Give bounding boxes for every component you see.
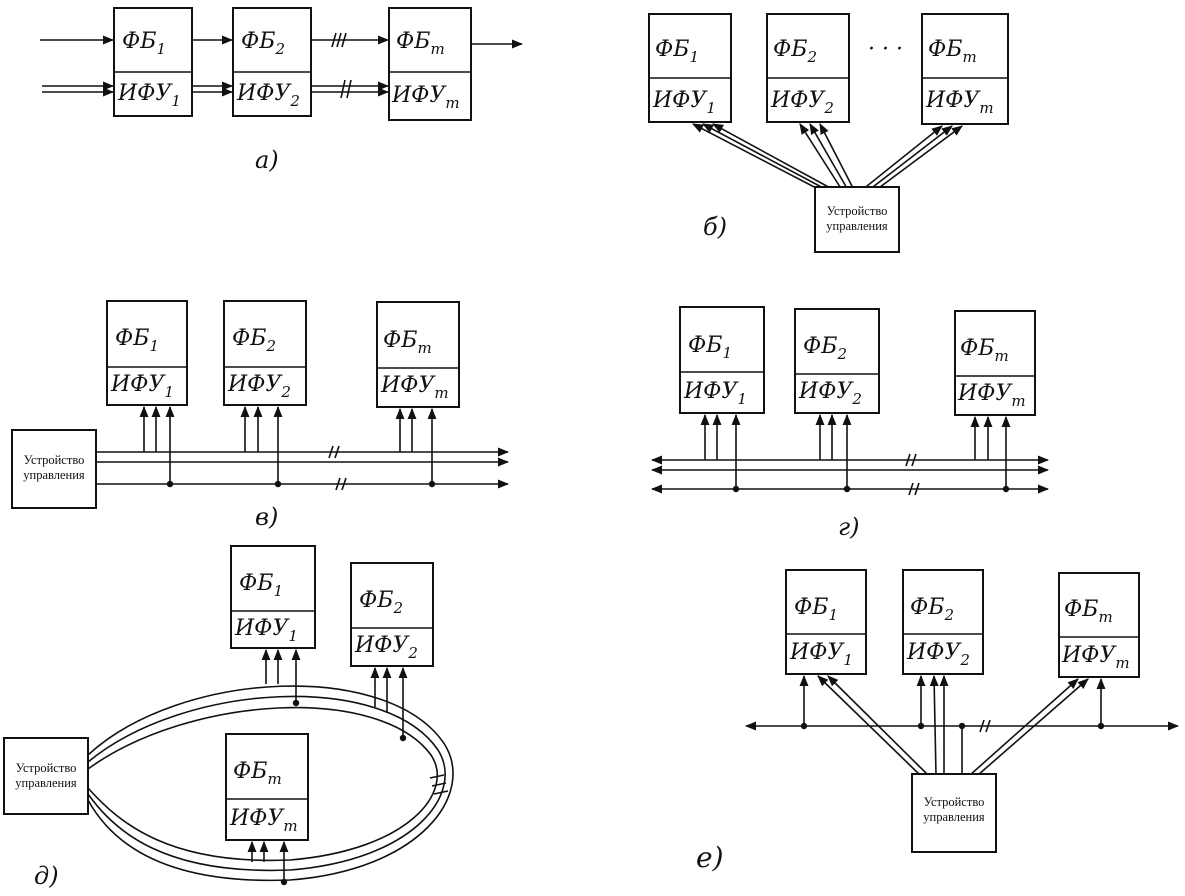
block-fb2-ifu2-v: ФБ2 ИФУ2 xyxy=(223,300,307,406)
svg-text:ФБ2: ФБ2 xyxy=(803,334,847,363)
svg-text:ИФУm: ИФУm xyxy=(229,806,298,835)
panel-e: ФБ1 ИФУ1 ФБ2 ИФУ2 ФБm ИФУm Устройство xyxy=(696,569,1180,874)
svg-text:ИФУ1: ИФУ1 xyxy=(110,372,174,401)
fb-index: 1 xyxy=(156,40,166,58)
svg-text:ФБ1: ФБ1 xyxy=(794,595,838,624)
svg-text:ФБm: ФБm xyxy=(928,37,977,66)
panel-b: ФБ1 ИФУ1 ФБ2 ИФУ2 · · · ФБm ИФУm Устройс… xyxy=(648,13,1009,253)
svg-text:ФБm: ФБm xyxy=(960,336,1009,365)
svg-text:управления: управления xyxy=(826,219,888,233)
ellipsis: · · · xyxy=(868,37,903,62)
svg-text:ФБ1: ФБ1 xyxy=(655,37,699,66)
svg-text:ФБm: ФБm xyxy=(396,29,445,58)
svg-text:Устройство: Устройство xyxy=(16,761,77,775)
svg-text:управления: управления xyxy=(15,776,77,790)
svg-text:ИФУ1: ИФУ1 xyxy=(234,616,298,645)
svg-text:ФБ1: ФБ1 xyxy=(115,326,159,355)
control-unit-v: Устройство управления xyxy=(11,429,97,509)
svg-text:ФБ1: ФБ1 xyxy=(239,571,283,600)
svg-text:Устройство: Устройство xyxy=(24,453,85,467)
svg-text:ФБm: ФБm xyxy=(383,328,432,357)
svg-text:ИФУ2: ИФУ2 xyxy=(236,81,300,110)
block-fbm-ifum-a: ФБm ИФУm xyxy=(388,7,472,121)
control-unit-d: Устройство управления xyxy=(3,737,89,815)
block-fbm-ifum-e: ФБm ИФУm xyxy=(1058,572,1140,678)
caption-b: б) xyxy=(703,213,727,241)
ifu-index: 1 xyxy=(171,92,181,110)
svg-text:ИФУ2: ИФУ2 xyxy=(354,633,418,662)
break-mark xyxy=(335,477,347,491)
fb-label: ФБ xyxy=(122,29,156,54)
block-fbm-ifum-g: ФБm ИФУm xyxy=(954,310,1036,416)
block-fb1-ifu1-b: ФБ1 ИФУ1 xyxy=(648,13,732,123)
caption-v: в) xyxy=(255,503,278,531)
control-unit-e: Устройство управления xyxy=(911,773,997,853)
control-unit-b: Устройство управления xyxy=(814,186,900,253)
svg-text:ФБ2: ФБ2 xyxy=(241,29,285,58)
break-mark xyxy=(429,774,449,795)
block-fb1-ifu1-a: ФБ1 ИФУ1 xyxy=(113,7,193,117)
svg-text:ИФУm: ИФУm xyxy=(380,373,449,402)
svg-text:ФБ2: ФБ2 xyxy=(910,595,954,624)
svg-text:ИФУ1: ИФУ1 xyxy=(652,88,716,117)
svg-text:ФБm: ФБm xyxy=(233,759,282,788)
block-fb2-ifu2-e: ФБ2 ИФУ2 xyxy=(902,569,984,675)
block-fb1-ifu1-d: ФБ1 ИФУ1 xyxy=(230,545,316,649)
svg-text:ФБ2: ФБ2 xyxy=(359,588,403,617)
block-fb1-ifu1-v: ФБ1 ИФУ1 xyxy=(106,300,188,406)
svg-text:ИФУm: ИФУm xyxy=(957,381,1026,410)
break-mark xyxy=(328,445,340,459)
svg-text:Устройство: Устройство xyxy=(827,204,888,218)
panel-d: Устройство управления ФБ1 ИФУ1 ФБ2 ИФУ2 xyxy=(3,545,454,890)
block-fbm-ifum-v: ФБm ИФУm xyxy=(376,301,460,408)
svg-text:ИФУ2: ИФУ2 xyxy=(770,88,834,117)
block-fbm-ifum-d: ФБm ИФУm xyxy=(225,733,309,841)
svg-text:ИФУ2: ИФУ2 xyxy=(906,640,970,669)
svg-text:ИФУ1: ИФУ1 xyxy=(789,640,853,669)
break-mark xyxy=(905,453,917,467)
svg-text:ИФУ1: ИФУ1 xyxy=(117,81,181,110)
break-mark xyxy=(908,482,920,496)
block-fb2-ifu2-a: ФБ2 ИФУ2 xyxy=(232,7,312,117)
svg-text:управления: управления xyxy=(23,468,85,482)
svg-text:ФБ2: ФБ2 xyxy=(232,326,276,355)
ifu-label: ИФУ xyxy=(117,81,173,106)
caption-a: а) xyxy=(255,146,279,174)
panel-v: Устройство управления ФБ1 ИФУ1 ФБ2 ИФУ2 xyxy=(11,300,510,531)
break-mark xyxy=(331,32,347,48)
block-fbm-ifum-b: ФБm ИФУm xyxy=(921,13,1009,125)
break-mark xyxy=(340,79,352,99)
caption-d: д) xyxy=(34,862,59,890)
caption-e: е) xyxy=(696,841,724,874)
svg-text:ФБ1: ФБ1 xyxy=(122,29,166,58)
caption-g: г) xyxy=(838,513,860,541)
svg-text:ИФУm: ИФУm xyxy=(925,88,994,117)
block-fb2-ifu2-d: ФБ2 ИФУ2 xyxy=(350,562,434,667)
svg-text:ИФУm: ИФУm xyxy=(391,83,460,112)
break-mark xyxy=(979,719,991,733)
panel-g: ФБ1 ИФУ1 ФБ2 ИФУ2 ФБm ИФУm г) xyxy=(650,306,1050,541)
block-fb1-ifu1-g: ФБ1 ИФУ1 xyxy=(679,306,765,414)
svg-text:Устройство: Устройство xyxy=(924,795,985,809)
svg-text:ИФУm: ИФУm xyxy=(1061,643,1130,672)
block-fb2-ifu2-b: ФБ2 ИФУ2 xyxy=(766,13,850,123)
svg-text:ФБm: ФБm xyxy=(1064,597,1113,626)
panel-a: ФБ1 ИФУ1 ФБ2 ИФУ2 ФБm ИФУm а) xyxy=(40,7,524,174)
block-fb2-ifu2-g: ФБ2 ИФУ2 xyxy=(794,308,880,414)
svg-text:ИФУ1: ИФУ1 xyxy=(683,379,747,408)
svg-text:ФБ2: ФБ2 xyxy=(773,37,817,66)
block-fb1-ifu1-e: ФБ1 ИФУ1 xyxy=(785,569,867,675)
svg-text:управления: управления xyxy=(923,810,985,824)
svg-text:ИФУ2: ИФУ2 xyxy=(227,372,291,401)
svg-text:ИФУ2: ИФУ2 xyxy=(798,379,862,408)
svg-text:ФБ1: ФБ1 xyxy=(688,333,732,362)
